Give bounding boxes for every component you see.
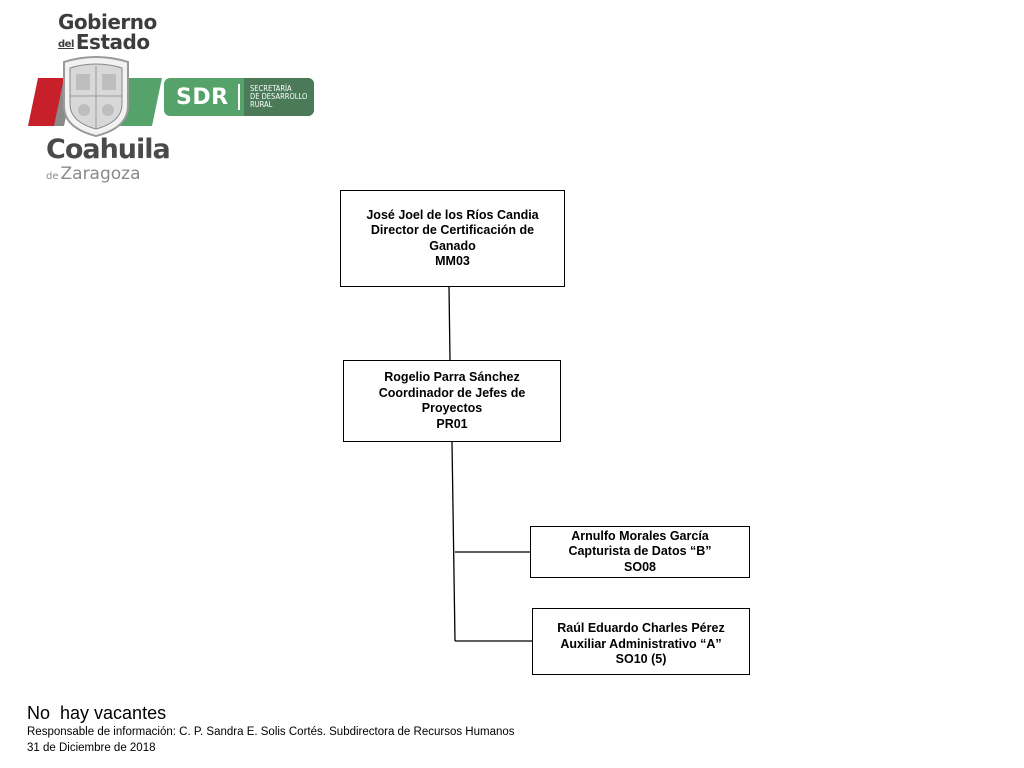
director-name: José Joel de los Ríos Candia — [366, 207, 539, 222]
vacancies-notice: No hay vacantes — [27, 703, 167, 723]
director-title-line-2: Ganado — [429, 238, 476, 253]
auxiliar-name: Raúl Eduardo Charles Pérez — [557, 621, 725, 636]
gobierno-text: Gobierno — [58, 10, 157, 34]
estado-text: Estado — [75, 30, 150, 54]
coordinator-code: PR01 — [436, 416, 468, 431]
coordinator-name: Rogelio Parra Sánchez — [384, 370, 520, 384]
auxiliar-code: SO10 (5) — [615, 652, 667, 667]
director-code: MM03 — [435, 254, 470, 268]
capturista-code: SO08 — [624, 559, 656, 574]
org-box-director: José Joel de los Ríos Candia Director de… — [340, 190, 565, 287]
zaragoza-text: Zaragoza — [60, 164, 141, 184]
director-title-line-1: Director de Certificación de — [370, 223, 535, 237]
coahuila-text: Coahuila — [46, 134, 171, 165]
capturista-title: Capturista de Datos “B” — [568, 544, 712, 559]
sdr-abbrev: SDR — [176, 84, 229, 110]
sdr-badge: SDR SECRETARÍA DE DESARROLLO RURAL — [164, 78, 314, 116]
state-coat-of-arms-icon — [63, 56, 129, 138]
coordinator-title-line-2: Proyectos — [421, 401, 483, 415]
sdr-divider — [238, 84, 240, 110]
sdr-line-3: RURAL — [250, 100, 273, 109]
coordinator-title-line-1: Coordinador de Jefes de — [378, 385, 526, 400]
de-text: de — [46, 171, 59, 182]
org-box-coordinator: Rogelio Parra Sánchez Coordinador de Jef… — [343, 360, 561, 442]
connector-coordinator-trunk — [451, 441, 456, 642]
org-box-auxiliar: Raúl Eduardo Charles Pérez Auxiliar Admi… — [532, 608, 750, 675]
auxiliar-title: Auxiliar Administrativo “A” — [560, 636, 722, 651]
responsible-info: Responsable de información: C. P. Sandra… — [27, 726, 515, 738]
del-text: del — [58, 39, 74, 50]
sdr-line-2: DE DESARROLLO — [250, 92, 308, 101]
org-box-capturista: Arnulfo Morales García Capturista de Dat… — [530, 526, 750, 578]
capturista-name: Arnulfo Morales García — [571, 528, 709, 543]
sdr-full-name: SECRETARÍA DE DESARROLLO RURAL — [244, 78, 314, 116]
sdr-line-1: SECRETARÍA — [250, 84, 292, 93]
report-date: 31 de Diciembre de 2018 — [27, 742, 156, 754]
connector-director-coordinator — [448, 286, 451, 361]
